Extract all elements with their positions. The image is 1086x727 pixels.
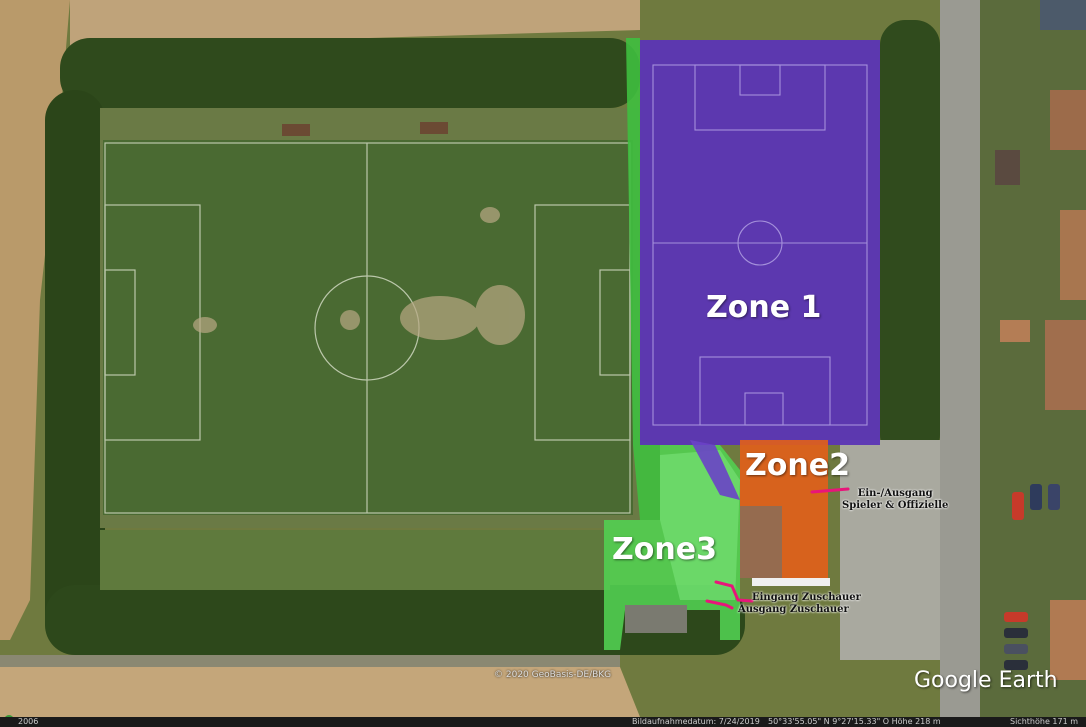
status-coords: 50°33'55.05" N 9°27'15.33" O Höhe 218 m: [768, 717, 941, 726]
grass-pitch-lines: [104, 142, 631, 514]
copyright: © 2020 GeoBasis-DE/BKG: [494, 670, 612, 680]
parking-area: [840, 440, 940, 660]
zone3-building: [625, 605, 687, 633]
marker-spectator-exit: [705, 599, 734, 610]
marker-players: [810, 487, 850, 494]
road-bottom: [0, 655, 620, 667]
zone1-path: [690, 440, 740, 500]
marker-spectator-entrance: [714, 580, 754, 603]
shed-2: [420, 122, 448, 134]
zone1-label: Zone 1: [706, 290, 822, 325]
tree-belt-bottom: [45, 585, 745, 655]
spectator-entrance-label: Eingang Zuschauer: [752, 592, 861, 603]
lower-grass: [100, 530, 610, 590]
shed-1: [282, 124, 310, 136]
players-entrance-label: Ein-/Ausgang Spieler & Offizielle: [842, 488, 949, 511]
house-2: [1060, 210, 1086, 300]
zone2-label: Zone2: [745, 448, 850, 483]
house-7: [1050, 600, 1086, 680]
street-right: [940, 0, 980, 717]
worn-patches: [193, 207, 525, 345]
zone3-label: Zone3: [612, 532, 717, 567]
zone1-pitch-lines: [652, 64, 868, 426]
house-4: [1045, 320, 1086, 410]
house-3: [1000, 320, 1030, 342]
tree-belt-left: [45, 90, 105, 650]
spectator-exit-label: Ausgang Zuschauer: [738, 604, 849, 615]
tree-belt-right: [880, 20, 940, 460]
tree-belt-top: [60, 38, 640, 108]
status-bar: 2006 Bildaufnahmedatum: 7/24/2019 50°33'…: [0, 717, 1086, 727]
zone3-strip: [626, 38, 660, 520]
house-1: [1050, 90, 1086, 150]
zone2-roof: [740, 506, 782, 578]
field-bottom: [0, 667, 640, 717]
google-earth-brand: Google Earth: [914, 668, 1058, 693]
entrance-markers: [705, 487, 850, 610]
grass-pitch: [103, 140, 633, 515]
cars: [1004, 484, 1060, 670]
house-6: [1040, 0, 1086, 30]
status-eye-alt: Sichthöhe 171 m: [1010, 717, 1079, 726]
house-5: [995, 150, 1020, 185]
zone2-white: [752, 578, 830, 586]
field-top: [70, 0, 640, 90]
status-year: 2006: [18, 717, 39, 726]
status-capture-date: Bildaufnahmedatum: 7/24/2019: [632, 717, 760, 726]
